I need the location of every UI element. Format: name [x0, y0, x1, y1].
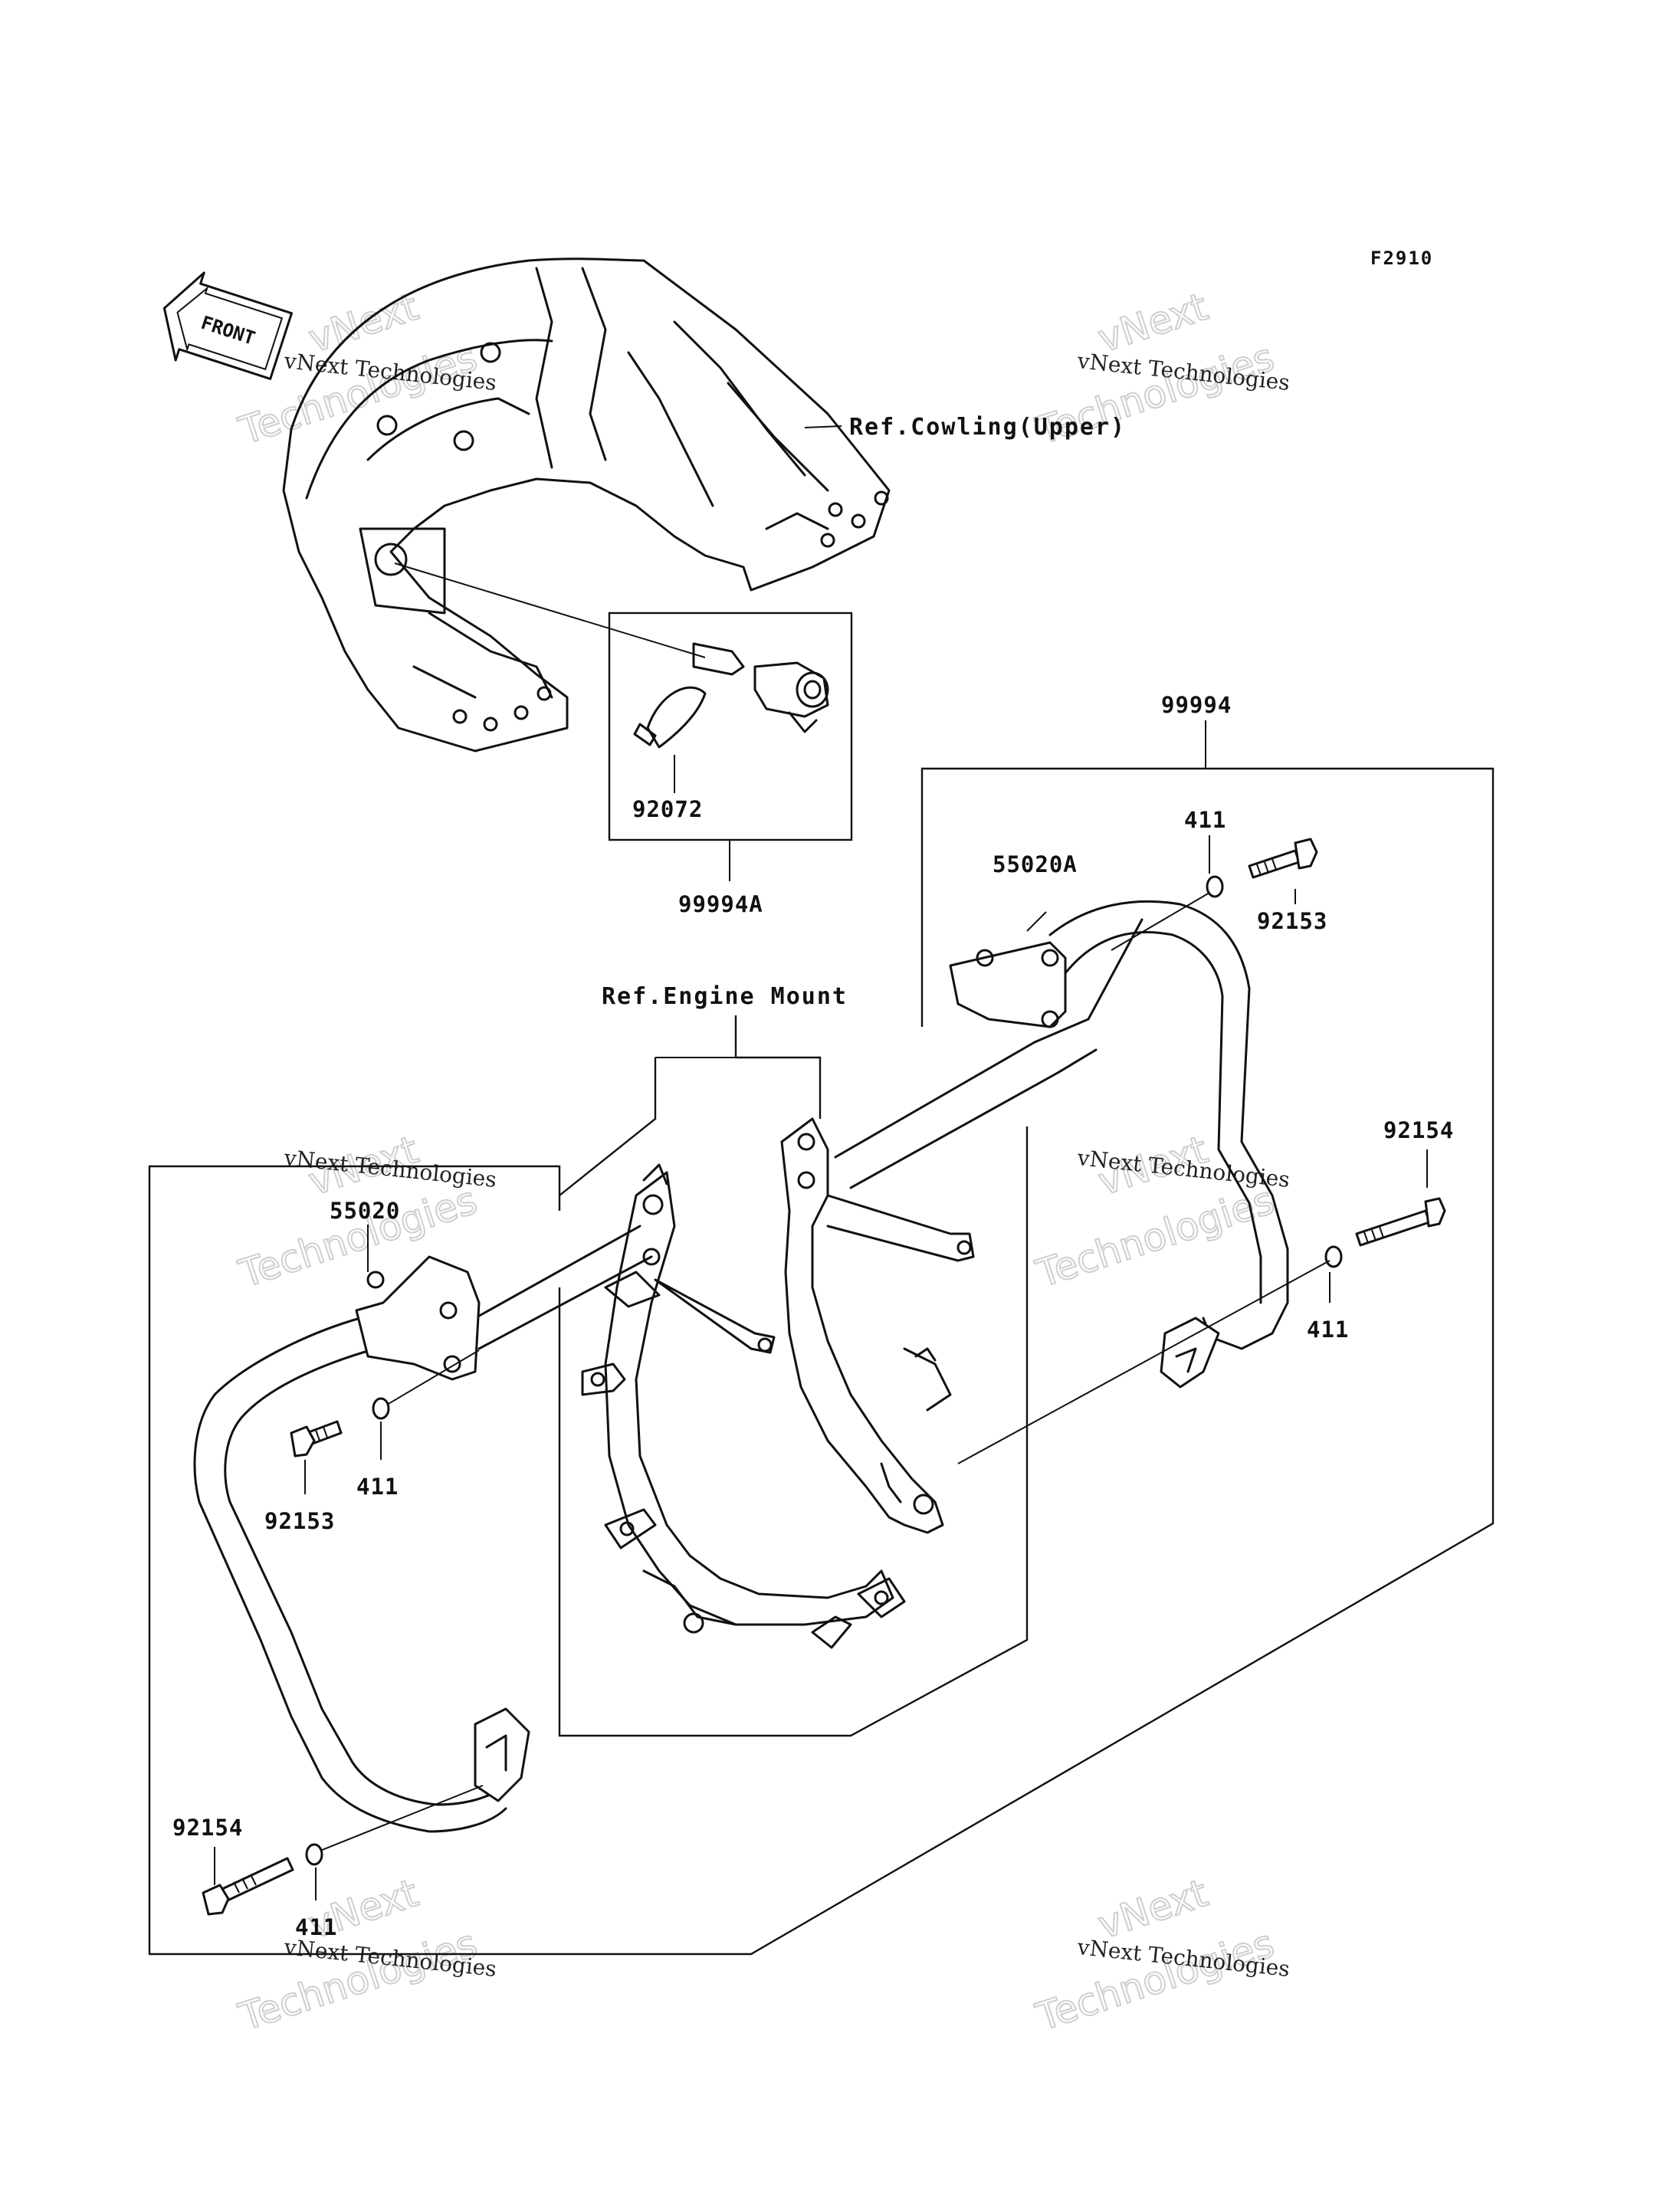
watermark-bottom-left: vNext Technologies vNext Technologies — [233, 1870, 498, 2041]
ref-cowling-label: Ref.Cowling(Upper) — [849, 414, 1126, 441]
cowling-leader — [804, 425, 842, 428]
engine-guard-right — [834, 900, 1289, 1389]
watermark-outline-text: vNext — [1093, 1871, 1213, 1947]
watermark-bottom-right: vNext Technologies vNext Technologies — [1030, 1870, 1291, 2041]
band-part — [633, 686, 707, 749]
watermark-outline-text: Technologies — [1031, 1921, 1279, 2040]
socket-part — [692, 642, 829, 733]
part-99994-label: 99994 — [1161, 692, 1232, 718]
watermark-outline-text: vNext — [1093, 284, 1213, 361]
bolt-right — [1355, 1197, 1446, 1247]
part-92154-left-label: 92154 — [172, 1815, 243, 1841]
part-92072-label: 92072 — [632, 796, 703, 822]
engine-mount-leader — [734, 1015, 822, 1119]
watermark-outline-text: Technologies — [1031, 1178, 1279, 1297]
guard-right-leader — [1026, 911, 1047, 932]
engine-guard-left — [193, 1225, 653, 1833]
part-411-right-label: 411 — [1307, 1317, 1349, 1343]
socket-leader — [394, 562, 706, 658]
part-55020a-label: 55020A — [993, 851, 1078, 877]
engine-mount-box-right — [558, 1126, 1029, 1737]
part-411-top-label: 411 — [1184, 807, 1226, 833]
part-92153-left-label: 92153 — [264, 1508, 335, 1534]
part-92154-right-label: 92154 — [1383, 1117, 1454, 1143]
watermark-outline-text: Technologies — [234, 1921, 482, 2040]
part-92153-top-label: 92153 — [1257, 908, 1327, 934]
washer-left — [372, 1397, 390, 1420]
engine-mount-box-left — [559, 1058, 657, 1196]
washer-right — [1324, 1245, 1343, 1268]
part-411-left-lower-label: 411 — [295, 1914, 337, 1940]
watermark-group: vNext Technologies vNext Technologies vN… — [233, 284, 1291, 2041]
washer-right-to-frame — [957, 1260, 1331, 1464]
washer-left-lower — [305, 1843, 323, 1866]
cowling-upper — [282, 257, 891, 753]
bolt-left-lower — [202, 1857, 294, 1916]
washer-top-to-guard — [1111, 892, 1210, 951]
washer-left-lower-to-guard — [320, 1785, 484, 1851]
washer-left-to-guard — [386, 1349, 480, 1405]
bolt-left-upper — [290, 1420, 343, 1458]
part-411-left-label: 411 — [356, 1474, 399, 1500]
kit-main-outline — [148, 767, 1495, 1956]
front-arrow-icon: FRONT — [162, 271, 293, 380]
washer-top — [1206, 875, 1224, 898]
ref-engine-mount-label: Ref.Engine Mount — [602, 983, 848, 1010]
bolt-top — [1248, 838, 1318, 879]
engine-mount-frame — [581, 1117, 975, 1649]
diagram-code: F2910 — [1370, 248, 1433, 269]
part-55020-label: 55020 — [330, 1198, 400, 1224]
part-99994a-label: 99994A — [678, 891, 763, 917]
